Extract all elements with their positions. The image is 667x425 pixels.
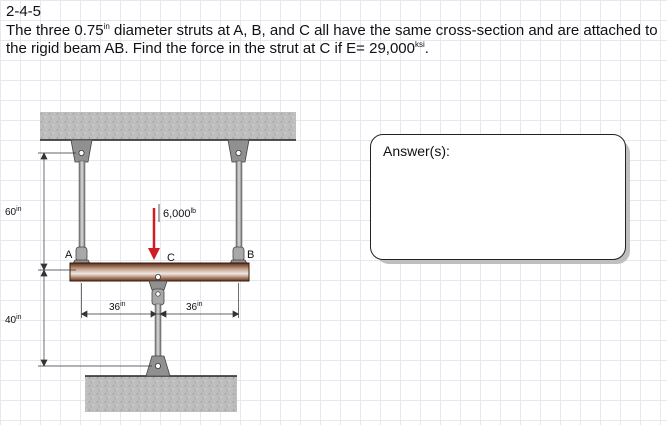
statement-text-1: The three 0.75 [6,22,104,39]
vertical-dimensions [38,152,152,367]
dimension-right-span-label: 36in [186,301,203,313]
unit-ksi-superscript: ksi [414,40,425,49]
strut-a [70,139,93,273]
dimension-40-label: 40in [5,314,22,326]
dim-right-unit: in [197,301,203,308]
dim-lower-unit: in [16,314,22,321]
statement-text-2: diameter struts at A, B, and C all have … [6,22,658,57]
force-unit: lb [191,208,197,215]
point-a-label: A [65,249,73,261]
dimension-60-label: 60in [5,206,22,218]
statement-end: . [424,40,429,57]
dim-lower-value: 40 [5,315,17,326]
answer-box[interactable]: Answer(s): [370,134,626,260]
problem-number: 2-4-5 [6,3,42,20]
strut-c [145,273,171,377]
point-b-label: B [247,249,254,261]
top-support [40,112,296,140]
unit-inch-superscript: in [103,22,110,31]
dim-right-value: 36 [186,302,198,313]
dim-left-value: 36 [109,302,121,313]
strut-b [227,139,250,273]
point-c-label: C [167,252,175,264]
horizontal-dimensions [80,283,240,318]
dim-upper-value: 60 [5,207,17,218]
problem-statement: The three 0.75in diameter struts at A, B… [6,22,661,58]
force-arrow [148,208,160,260]
bottom-support [85,376,237,412]
dimension-left-span-label: 36in [109,301,126,313]
force-value: 6,000 [163,208,191,220]
force-label: 6,000lb [163,208,196,220]
dim-left-unit: in [120,301,126,308]
dim-upper-unit: in [16,206,22,213]
answer-label: Answer(s): [383,143,450,159]
